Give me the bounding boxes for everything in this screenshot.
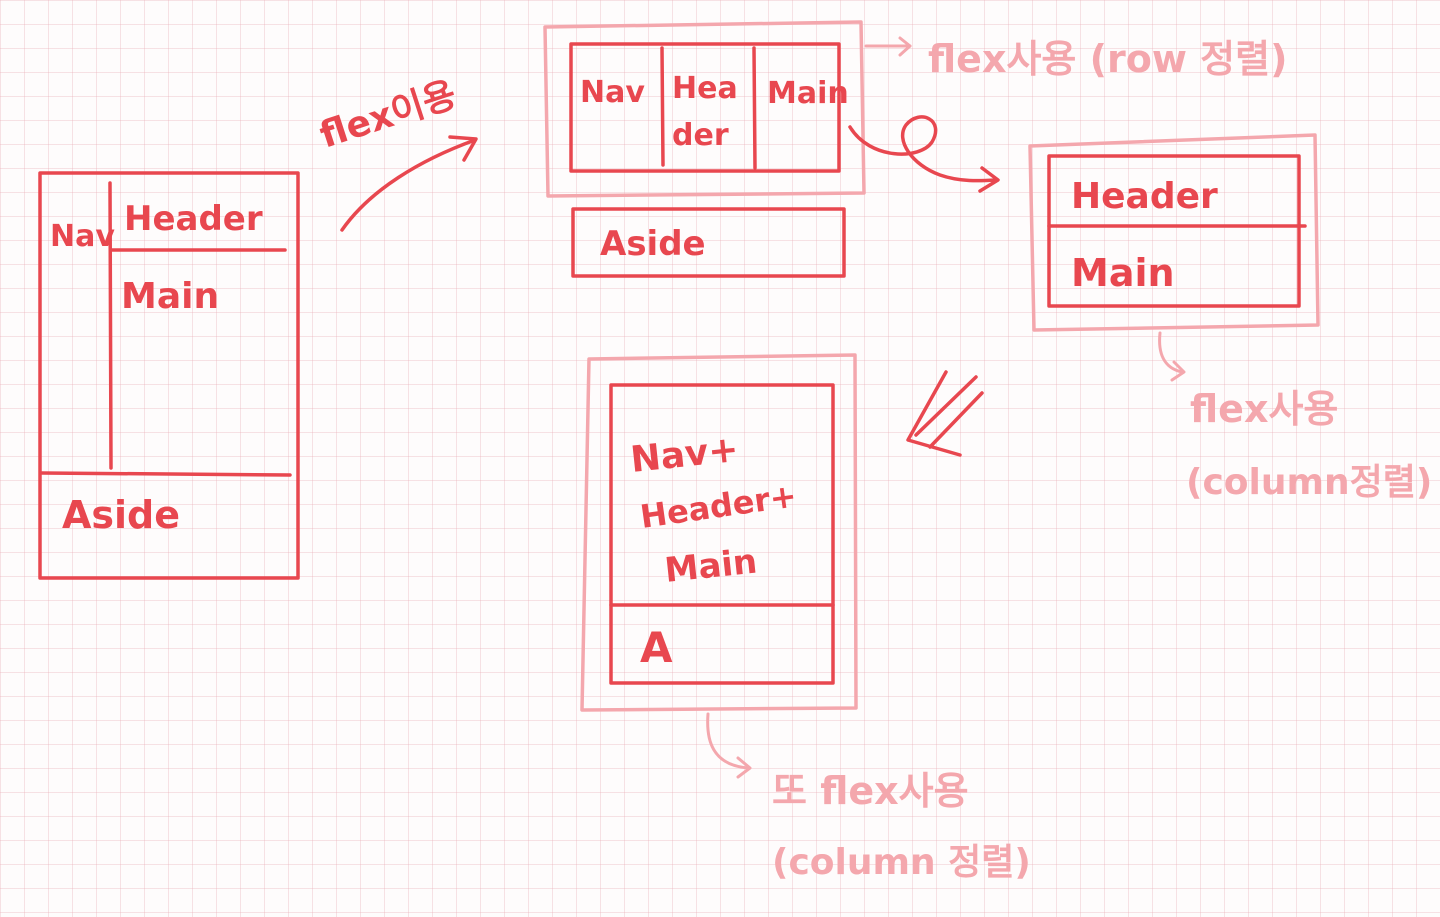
flex-arrow: flex이용 (315, 74, 478, 232)
double-arrow (906, 370, 984, 457)
original-aside-label: Aside (62, 493, 180, 537)
column-header-label: Header (1071, 176, 1218, 217)
row-aside-label: Aside (600, 224, 706, 264)
row-step-outline (543, 20, 866, 198)
final-step-box (609, 383, 835, 685)
flex-arrow-label: flex이용 (315, 74, 461, 156)
final-combined-label-line2: Header+ (638, 476, 799, 536)
column-main-label: Main (1071, 251, 1175, 295)
column-step-group: Header Main flex사용 (column정렬) (1028, 133, 1432, 503)
row-header-label-line1: Hea (672, 71, 738, 106)
row-step-group: Nav Hea der Main Aside flex사용 (row 정렬) (543, 20, 1287, 278)
original-layout-box: Nav Header Main Aside (38, 171, 300, 580)
original-header-label: Header (124, 199, 263, 239)
final-step-outline (580, 353, 858, 712)
final-step-note-line1: 또 flex사용 (772, 769, 969, 813)
row-aside-box (571, 207, 846, 278)
row-step-note: flex사용 (row 정렬) (928, 37, 1287, 81)
column-step-note-line2: (column정렬) (1186, 462, 1432, 503)
row-nav-label: Nav (580, 75, 645, 110)
column-step-note-line1: flex사용 (1190, 387, 1338, 431)
row-step-box (569, 42, 841, 173)
final-combined-label-line1: Nav+ (629, 429, 741, 481)
column-step-box (1047, 154, 1301, 308)
original-main-label: Main (121, 276, 219, 317)
final-step-note-line2: (column 정렬) (772, 842, 1031, 883)
loop-arrow (848, 115, 1000, 193)
column-step-outline (1028, 133, 1320, 332)
final-aside-label: A (640, 623, 673, 672)
final-combined-label-line3: Main (663, 541, 759, 590)
original-nav-label: Nav (50, 219, 115, 254)
row-main-label: Main (767, 76, 849, 111)
final-step-group: Nav+ Header+ Main A 또 flex사용 (column 정렬) (580, 353, 1031, 883)
row-header-label-line2: der (672, 118, 729, 153)
